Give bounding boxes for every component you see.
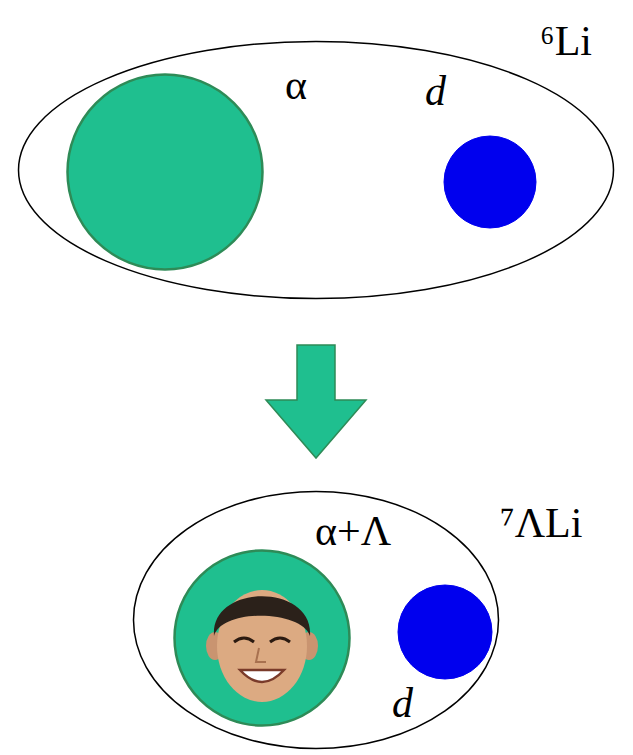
circle-body bbox=[444, 136, 536, 228]
face-hair bbox=[214, 596, 310, 636]
circle-body bbox=[398, 585, 492, 679]
nucleus-ellipse: ⁶Liαd bbox=[17, 40, 615, 300]
circle-body bbox=[175, 551, 350, 726]
deuteron-cluster: d bbox=[397, 584, 493, 680]
cluster-label: d bbox=[425, 68, 446, 114]
cluster-label: ⁶Li bbox=[540, 18, 592, 64]
ellipse-body bbox=[134, 492, 499, 749]
circle-outline bbox=[397, 584, 493, 680]
alpha-cluster: α bbox=[65, 72, 265, 272]
deuteron-cluster: d bbox=[443, 135, 537, 229]
cluster-label: α+Λ bbox=[315, 508, 391, 554]
alpha-lambda-cluster: α+Λ bbox=[172, 548, 352, 728]
face-picture bbox=[206, 590, 318, 702]
face-nose bbox=[256, 648, 266, 662]
face-eye bbox=[234, 638, 254, 642]
circle-body bbox=[68, 75, 263, 270]
face-eye bbox=[270, 638, 290, 642]
circle-outline bbox=[443, 135, 537, 229]
cluster-label: α bbox=[285, 62, 307, 108]
cluster-label: d bbox=[392, 680, 413, 726]
ellipse-body bbox=[19, 42, 614, 299]
circle-outline bbox=[172, 548, 352, 728]
block-arrow bbox=[266, 345, 366, 458]
hypernucleus-ellipse: ⁷ΛLiα+Λd bbox=[132, 490, 500, 750]
circle-outline bbox=[65, 72, 265, 272]
cluster-label: ⁷ΛLi bbox=[500, 500, 582, 546]
face-smile bbox=[240, 670, 284, 682]
